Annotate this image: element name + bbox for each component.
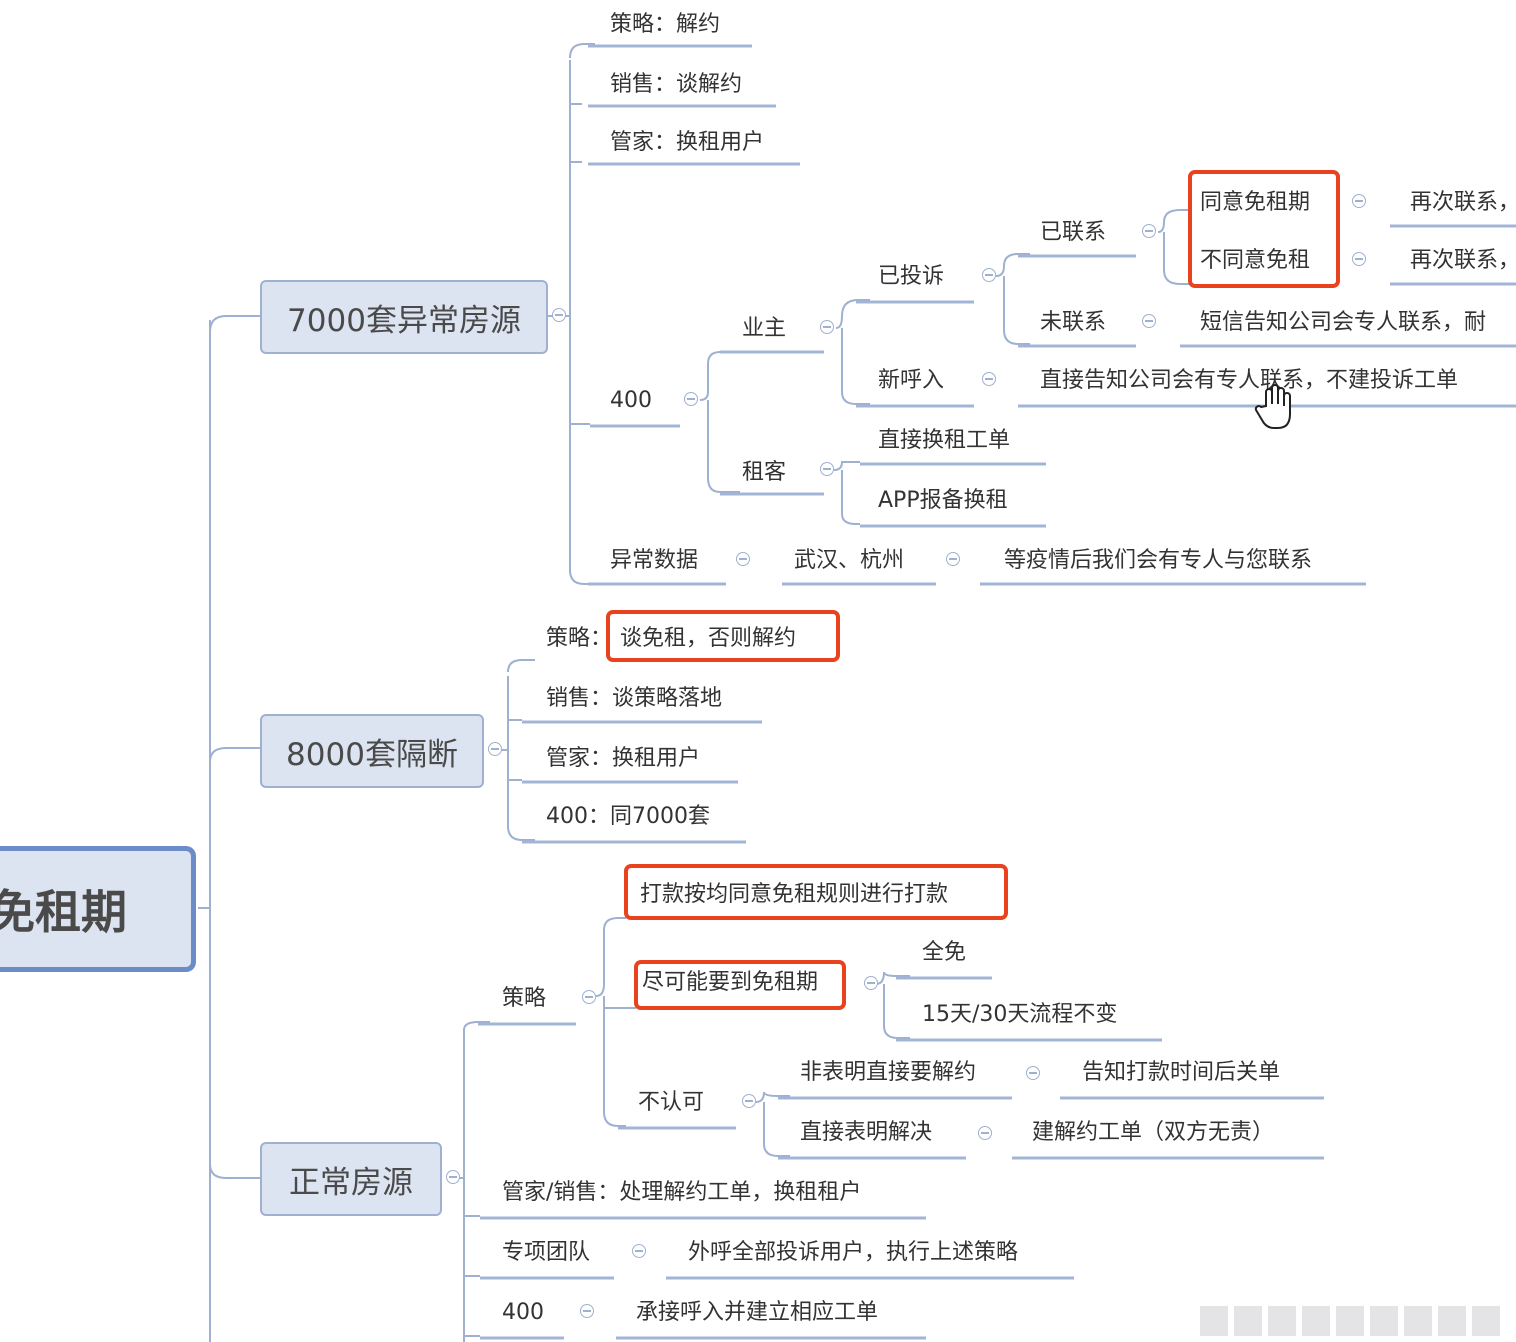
abnormal-data-node[interactable]: 异常数据 — [610, 548, 699, 573]
collapse-icon[interactable] — [820, 462, 834, 476]
disagree-free-rent[interactable]: 不同意免租 — [1200, 248, 1311, 273]
normal-hotline-action[interactable]: 承接呼入并建立相应工单 — [636, 1300, 879, 1325]
collapse-icon[interactable] — [580, 1304, 594, 1318]
clear-node[interactable]: 直接表明解决 — [800, 1120, 933, 1145]
highlight-box-contacted — [1188, 170, 1340, 288]
collapse-icon[interactable] — [582, 990, 596, 1004]
collapse-icon[interactable] — [684, 392, 698, 406]
not-clear-action[interactable]: 告知打款时间后关单 — [1082, 1060, 1281, 1085]
collapse-icon[interactable] — [946, 552, 960, 566]
owner-node[interactable]: 业主 — [742, 316, 787, 341]
collapse-icon[interactable] — [1142, 224, 1156, 238]
hand-cursor-icon — [1254, 384, 1291, 429]
collapse-icon[interactable] — [864, 976, 878, 990]
collapse-icon[interactable] — [446, 1170, 460, 1184]
watermark — [1200, 1306, 1516, 1342]
maximize-free-rent[interactable]: 尽可能要到免租期 — [642, 970, 819, 995]
highlight-box-isolated-strategy — [606, 610, 840, 662]
abnormal-housekeeper[interactable]: 管家：换租用户 — [610, 130, 765, 155]
clear-action[interactable]: 建解约工单（双方无责） — [1032, 1120, 1275, 1145]
normal-strategy[interactable]: 策略 — [502, 986, 547, 1011]
collapse-icon[interactable] — [736, 552, 750, 566]
agree-next-step[interactable]: 再次联系， — [1410, 190, 1516, 215]
housekeeper-sales[interactable]: 管家/销售：处理解约工单，换租租户 — [502, 1180, 862, 1205]
not-contacted-action[interactable]: 短信告知公司会专人联系，耐 — [1200, 310, 1487, 335]
highlight-box-maximize — [634, 960, 846, 1010]
pay-rule[interactable]: 打款按均同意免租规则进行打款 — [640, 882, 949, 907]
full-free[interactable]: 全免 — [922, 940, 967, 965]
partial-free[interactable]: 15天/30天流程不变 — [922, 1002, 1118, 1027]
collapse-icon[interactable] — [978, 1126, 992, 1140]
not-clear-node[interactable]: 非表明直接要解约 — [800, 1060, 977, 1085]
reject-node[interactable]: 不认可 — [638, 1090, 705, 1115]
abnormal-data-action[interactable]: 等疫情后我们会有专人与您联系 — [1004, 548, 1313, 573]
special-team-action[interactable]: 外呼全部投诉用户，执行上述策略 — [688, 1240, 1019, 1265]
collapse-icon[interactable] — [632, 1244, 646, 1258]
complained-node[interactable]: 已投诉 — [878, 264, 945, 289]
abnormal-hotline[interactable]: 400 — [610, 388, 652, 413]
isolated-strategy[interactable]: 谈免租，否则解约 — [620, 626, 797, 651]
new-call-action[interactable]: 直接告知公司会有专人联系，不建投诉工单 — [1040, 368, 1459, 393]
collapse-icon[interactable] — [1352, 194, 1366, 208]
not-contacted-node[interactable]: 未联系 — [1040, 310, 1107, 335]
isolated-housekeeper[interactable]: 管家：换租用户 — [546, 746, 701, 771]
collapse-icon[interactable] — [820, 320, 834, 334]
normal-housing-label: 正常房源 — [289, 1164, 413, 1201]
tenant-node[interactable]: 租客 — [742, 460, 787, 485]
root-label: 免租期 — [0, 885, 127, 939]
collapse-icon[interactable] — [1026, 1066, 1040, 1080]
contacted-node[interactable]: 已联系 — [1040, 220, 1107, 245]
highlight-box-pay-rule — [624, 864, 1008, 920]
node-abnormal-housing[interactable]: 7000套异常房源 — [260, 280, 548, 354]
isolated-hotline[interactable]: 400：同7000套 — [546, 804, 710, 829]
collapse-icon[interactable] — [1352, 252, 1366, 266]
node-isolated-housing[interactable]: 8000套隔断 — [260, 714, 484, 788]
tenant-item-direct[interactable]: 直接换租工单 — [878, 428, 1011, 453]
disagree-next-step[interactable]: 再次联系， — [1410, 248, 1516, 273]
isolated-sales[interactable]: 销售：谈策略落地 — [546, 686, 723, 711]
normal-hotline-node[interactable]: 400 — [502, 1300, 544, 1325]
special-team-node[interactable]: 专项团队 — [502, 1240, 591, 1265]
collapse-icon[interactable] — [982, 268, 996, 282]
new-call-node[interactable]: 新呼入 — [878, 368, 945, 393]
abnormal-data-city[interactable]: 武汉、杭州 — [794, 548, 905, 573]
node-normal-housing[interactable]: 正常房源 — [260, 1142, 442, 1216]
collapse-icon[interactable] — [1142, 314, 1156, 328]
isolated-strategy-prefix: 策略： — [546, 626, 613, 651]
tenant-item-app[interactable]: APP报备换租 — [878, 488, 1008, 513]
abnormal-sales[interactable]: 销售：谈解约 — [610, 72, 743, 97]
collapse-icon[interactable] — [982, 372, 996, 386]
collapse-icon[interactable] — [488, 742, 502, 756]
agree-free-rent[interactable]: 同意免租期 — [1200, 190, 1311, 215]
root-node[interactable]: 免租期 — [0, 846, 196, 972]
collapse-icon[interactable] — [552, 308, 566, 322]
isolated-housing-label: 8000套隔断 — [286, 736, 458, 773]
abnormal-strategy[interactable]: 策略：解约 — [610, 12, 721, 37]
collapse-icon[interactable] — [742, 1094, 756, 1108]
abnormal-housing-label: 7000套异常房源 — [287, 302, 521, 339]
